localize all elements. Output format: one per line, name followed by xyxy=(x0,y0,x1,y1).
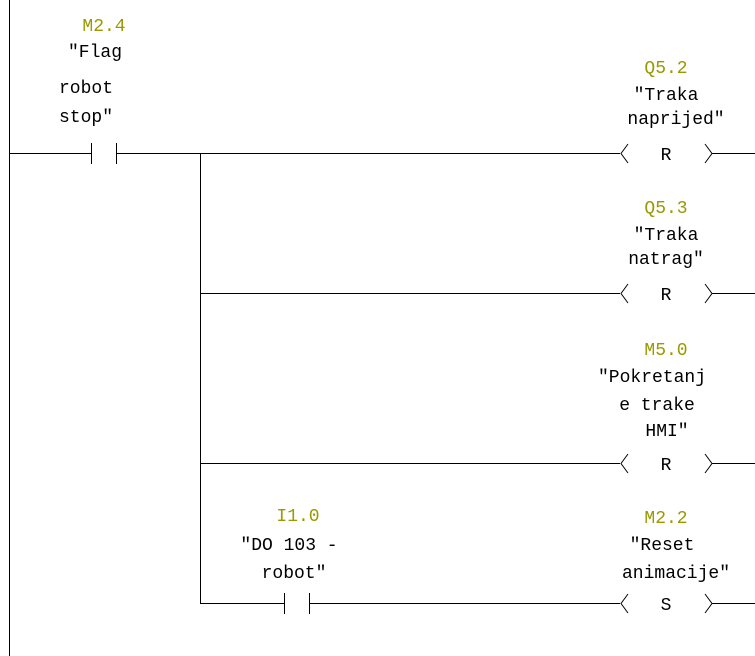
coil-q5-3 xyxy=(620,283,755,304)
coil-symbol-line: "Pokretanj xyxy=(598,368,706,388)
coil-q5-2 xyxy=(620,143,755,164)
coil-m5-0 xyxy=(620,453,755,474)
coil-type-label: S xyxy=(661,596,672,616)
contact-symbol-line: "DO 103 - xyxy=(240,536,337,556)
contact-address: M2.4 xyxy=(82,17,125,37)
contact-symbol-line: robot xyxy=(59,79,113,99)
coil-symbol-line: natrag" xyxy=(628,250,704,270)
coil-address: M5.0 xyxy=(644,341,687,361)
contact-symbol-line: "Flag xyxy=(68,43,122,63)
coil-address: Q5.3 xyxy=(644,199,687,219)
coil-symbol-line: "Reset xyxy=(630,536,695,556)
contact-address: I1.0 xyxy=(276,507,319,527)
coil-type-label: R xyxy=(661,286,672,306)
coil-m2-2 xyxy=(620,593,755,614)
coil-symbol-line: animacije" xyxy=(622,564,730,584)
coil-symbol-line: HMI" xyxy=(645,422,688,442)
coil-address: M2.2 xyxy=(644,509,687,529)
coil-symbol-line: "Traka xyxy=(634,86,699,106)
coil-symbol-line: e trake xyxy=(619,396,695,416)
coil-type-label: R xyxy=(661,456,672,476)
coil-symbol-line: "Traka xyxy=(634,226,699,246)
coil-symbol-line: naprijed" xyxy=(627,110,724,130)
contact-symbol-line: robot" xyxy=(262,564,327,584)
coil-address: Q5.2 xyxy=(644,59,687,79)
contact-symbol-line: stop" xyxy=(59,108,113,128)
coil-type-label: R xyxy=(661,146,672,166)
